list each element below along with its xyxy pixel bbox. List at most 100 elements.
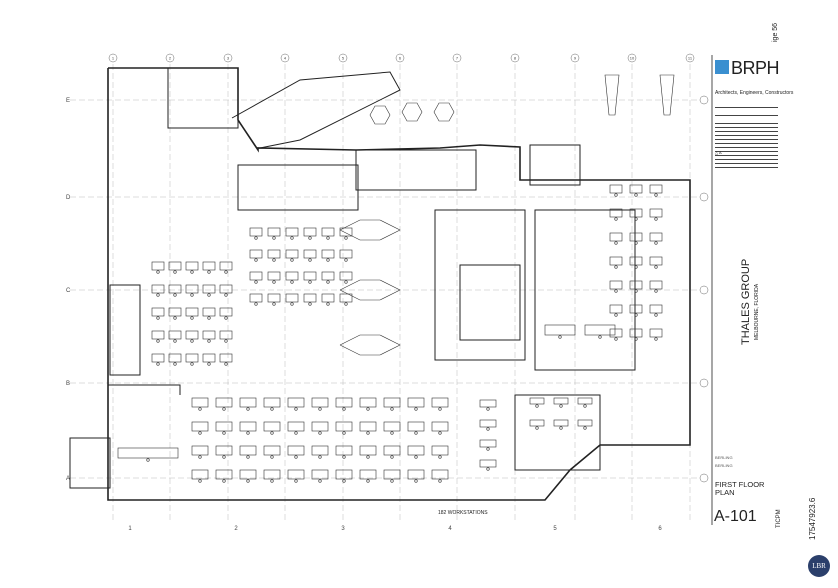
workstation (609, 232, 623, 242)
workstation (311, 421, 329, 432)
title-block-rule (715, 167, 778, 168)
chair (634, 193, 638, 197)
room (514, 394, 601, 471)
chair (390, 407, 394, 411)
workstation (151, 284, 165, 294)
workstation (219, 261, 233, 271)
workstation (649, 280, 663, 290)
chair (290, 280, 294, 284)
chair (190, 362, 194, 366)
grid-label: 8 (514, 56, 517, 61)
chair (207, 293, 211, 297)
workstation (629, 184, 643, 194)
workstation (185, 353, 199, 363)
chair (438, 407, 442, 411)
chair (344, 258, 348, 262)
workstation (609, 256, 623, 266)
workstation (239, 469, 257, 480)
chair (342, 479, 346, 483)
chair (654, 313, 658, 317)
workstation (577, 419, 593, 427)
chair (438, 431, 442, 435)
workstation (431, 445, 449, 456)
chair (342, 431, 346, 435)
workstation (151, 307, 165, 317)
workstation (202, 284, 216, 294)
chair (414, 455, 418, 459)
chair (246, 455, 250, 459)
workstation (263, 445, 281, 456)
chair (583, 404, 587, 408)
room (355, 149, 477, 191)
workstation (267, 271, 281, 281)
chair (535, 426, 539, 430)
workstation (609, 280, 623, 290)
workstation (383, 469, 401, 480)
chair (634, 241, 638, 245)
workstation (263, 469, 281, 480)
grid-label: 10 (630, 56, 635, 61)
chair (318, 407, 322, 411)
workstation (215, 445, 233, 456)
checked-by: BERLING (715, 463, 733, 468)
grid-bubble (510, 53, 520, 63)
workstation (383, 421, 401, 432)
title-block-rule (715, 143, 778, 144)
room (529, 144, 581, 186)
chair (270, 407, 274, 411)
chair (272, 258, 276, 262)
workstation (191, 469, 209, 480)
grid-bubble (570, 53, 580, 63)
workstation (263, 397, 281, 408)
window-bay (604, 74, 620, 116)
project-location: MELBOURNE, FLORIDA (754, 283, 760, 340)
workstation (303, 271, 317, 281)
workstation (185, 284, 199, 294)
workstation (629, 304, 643, 314)
workstation (202, 353, 216, 363)
workstation (202, 261, 216, 271)
grid-bottom-label: 5 (553, 526, 557, 532)
grid-bubble (685, 53, 695, 63)
chair (414, 407, 418, 411)
project-name: THALES GROUP (740, 258, 752, 345)
chair (344, 236, 348, 240)
chair (344, 280, 348, 284)
title-block-rule (715, 163, 778, 164)
grid-bottom-label: 3 (341, 526, 345, 532)
workstation (219, 330, 233, 340)
workstation (335, 421, 353, 432)
workstation (407, 469, 425, 480)
grid-bottom-label: 6 (658, 526, 662, 532)
chair (224, 339, 228, 343)
workstation (553, 419, 569, 427)
chair (294, 407, 298, 411)
chair (246, 479, 250, 483)
chair (634, 265, 638, 269)
workstation (239, 445, 257, 456)
workstation (544, 324, 576, 336)
workstation (239, 421, 257, 432)
workstation (249, 227, 263, 237)
workstation-cluster (339, 219, 401, 241)
chair (318, 431, 322, 435)
chair (173, 362, 177, 366)
grid-label: 9 (574, 56, 577, 61)
chair (344, 302, 348, 306)
workstation (553, 397, 569, 405)
workstation (303, 293, 317, 303)
drawn-by: BERLING (715, 455, 733, 460)
workstation (239, 397, 257, 408)
chair (559, 426, 563, 430)
title-block-rule (715, 123, 778, 124)
workstation (359, 421, 377, 432)
workstation (215, 469, 233, 480)
chair (486, 407, 490, 411)
grid-bubble (108, 53, 118, 63)
chair (598, 335, 602, 339)
chair (254, 236, 258, 240)
workstation (168, 353, 182, 363)
chair (654, 217, 658, 221)
grid-bubble (165, 53, 175, 63)
